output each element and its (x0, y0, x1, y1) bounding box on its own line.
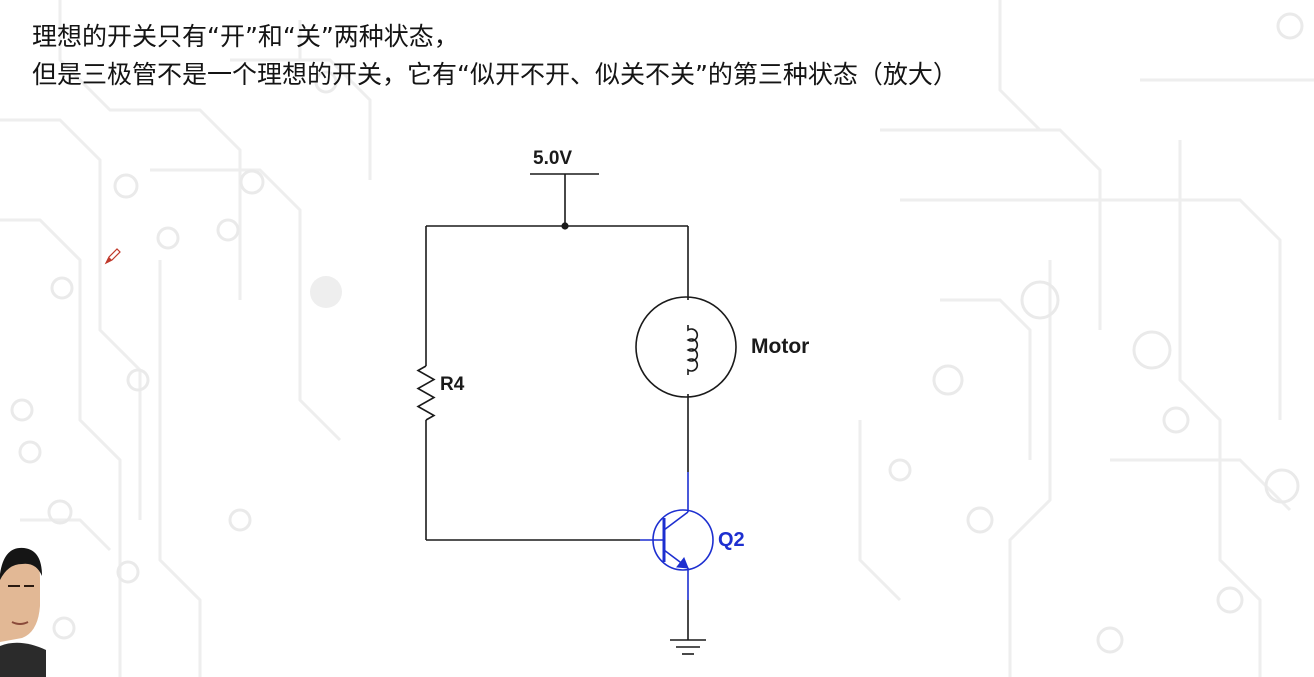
resistor-icon (416, 365, 436, 421)
pen-cursor-icon (104, 248, 121, 265)
slide-heading: 理想的开关只有“开”和“关”两种状态， 但是三极管不是一个理想的开关，它有“似开… (32, 18, 958, 94)
resistor-label: R4 (440, 374, 465, 395)
heading-line-1: 理想的开关只有“开”和“关”两种状态， (32, 22, 459, 51)
motor-symbol (635, 296, 737, 398)
heading-line-2: 但是三极管不是一个理想的开关，它有“似开不开、似关不关”的第三种状态（放大） (32, 60, 958, 89)
npn-transistor-icon (640, 472, 714, 600)
supply-rail (530, 173, 599, 226)
circuit-wires (425, 225, 689, 541)
motor-coil-icon (686, 325, 699, 375)
motor-label: Motor (751, 335, 809, 358)
webcam-presenter-overlay (0, 546, 46, 677)
supply-voltage-label: 5.0V (533, 148, 572, 169)
transistor-label: Q2 (718, 529, 745, 551)
junction-node (561, 222, 569, 230)
ground-icon (670, 600, 706, 655)
